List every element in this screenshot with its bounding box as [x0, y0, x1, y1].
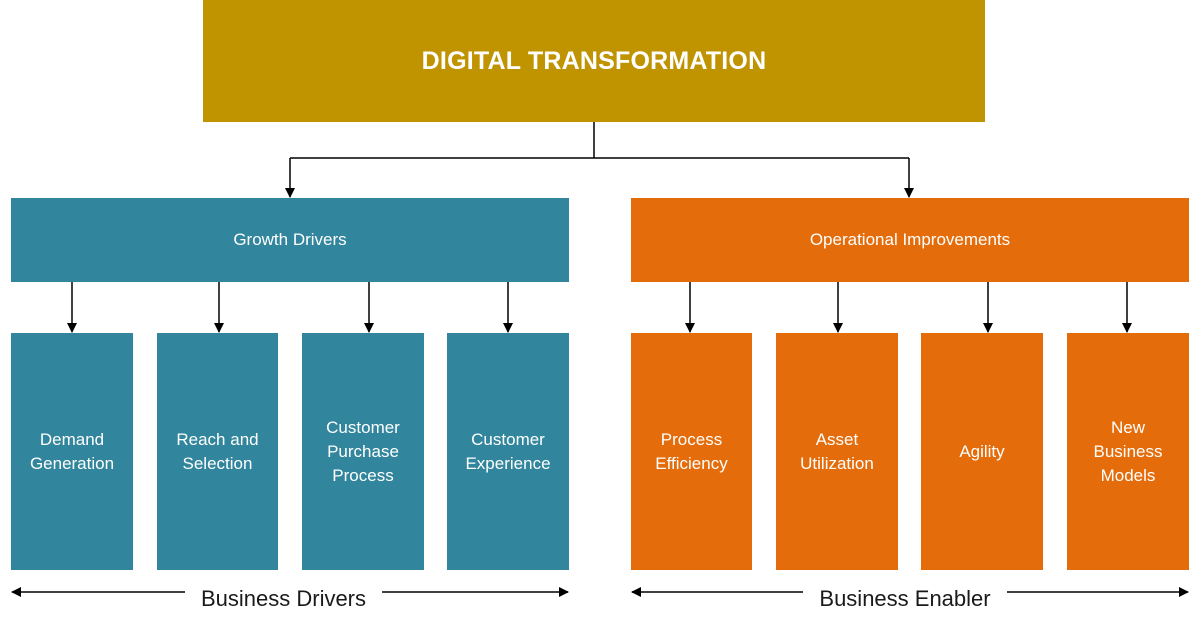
leaf-label: Asset Utilization: [800, 429, 874, 473]
leaf-label: Reach and Selection: [176, 429, 259, 473]
business-drivers-label: Business Drivers: [200, 586, 367, 611]
growth-leaf-customer-purchase-process: Customer Purchase Process: [302, 333, 424, 570]
leaf-label: Customer Purchase Process: [326, 417, 400, 485]
growth-leaf-demand-generation: Demand Generation: [11, 333, 133, 570]
operational-leaf-agility: Agility: [921, 333, 1043, 570]
leaf-label: New Business Models: [1093, 417, 1163, 485]
operational-improvements-box: Operational Improvements: [631, 198, 1189, 282]
leaf-label: Agility: [959, 441, 1005, 461]
operational-leaf-new-business-models: New Business Models: [1067, 333, 1189, 570]
growth-leaf-reach-and-selection: Reach and Selection: [157, 333, 278, 570]
growth-drivers-box: Growth Drivers: [11, 198, 569, 282]
growth-drivers-label: Growth Drivers: [233, 230, 347, 249]
operational-leaf-process-efficiency: Process Efficiency: [631, 333, 752, 570]
operational-improvements-label: Operational Improvements: [809, 230, 1011, 249]
leaf-label: Demand Generation: [29, 429, 115, 473]
leaf-label: Customer Experience: [465, 429, 551, 473]
operational-leaf-asset-utilization: Asset Utilization: [776, 333, 898, 570]
leaf-label: Process Efficiency: [655, 429, 728, 473]
root-label: DIGITAL TRANSFORMATION: [421, 46, 767, 75]
digital-transformation-box: DIGITAL TRANSFORMATION: [203, 0, 985, 122]
business-enabler-label: Business Enabler: [819, 586, 991, 611]
growth-leaf-customer-experience: Customer Experience: [447, 333, 569, 570]
